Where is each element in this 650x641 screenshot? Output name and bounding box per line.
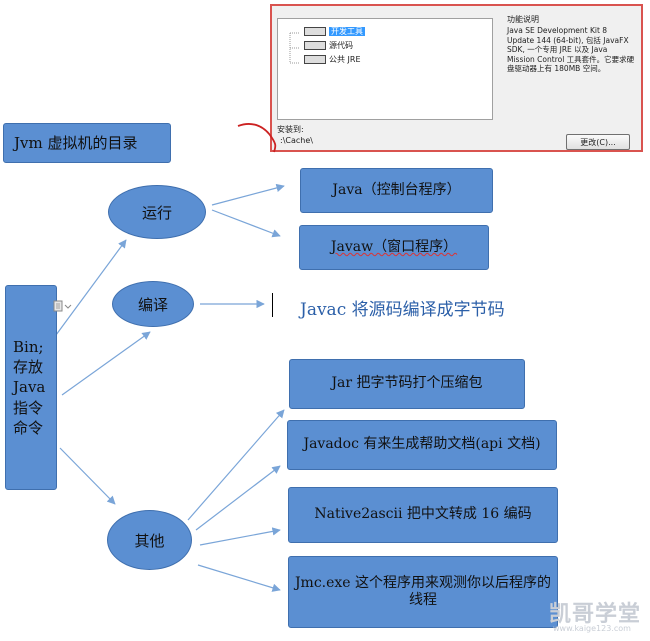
java-box: Java（控制台程序） [300, 168, 493, 213]
arrow-run-javaw [211, 209, 281, 238]
javadoc-box: Javadoc 有来生成帮助文档(api 文档) [287, 420, 557, 470]
compile-node: 编译 [112, 281, 194, 327]
run-node: 运行 [108, 185, 206, 239]
native2ascii-box: Native2ascii 把中文转成 16 编码 [288, 487, 558, 543]
watermark-url: www.kaige123.com [553, 624, 631, 633]
install-to-label: 安装到: [277, 125, 304, 134]
jvm-directory-box: Jvm 虚拟机的目录 [3, 123, 171, 163]
bin-label: Bin; 存放 Java 指令 命令 [13, 337, 46, 437]
tree-item-dev-tools[interactable]: 开发工具 [304, 27, 365, 37]
arrow-run-java [211, 183, 285, 206]
feature-title: 功能说明 [507, 15, 539, 24]
feature-tree: 开发工具 源代码 公共 JRE [277, 18, 493, 120]
jmc-box: Jmc.exe 这个程序用来观测你以后程序的 线程 [288, 556, 558, 628]
arrow-other-jar [187, 409, 285, 521]
red-annotation-mark [237, 123, 277, 153]
arrow-bin-compile [61, 331, 151, 396]
drive-icon [304, 27, 326, 36]
drive-icon [304, 41, 326, 50]
other-node: 其他 [107, 510, 192, 570]
install-path: :\Cache\ [280, 136, 313, 145]
jvm-directory-label: Jvm 虚拟机的目录 [14, 133, 138, 152]
jar-box: Jar 把字节码打个压缩包 [289, 359, 525, 409]
tree-item-source[interactable]: 源代码 [304, 41, 353, 51]
arrow-bin-run [55, 239, 127, 336]
text-cursor [272, 293, 273, 317]
watermark-brand: 凯哥学堂 [549, 602, 642, 627]
arrow-bin-other [59, 447, 116, 505]
feature-description: Java SE Development Kit 8 Update 144 (64… [507, 26, 635, 73]
installer-window: 开发工具 源代码 公共 JRE 功能说明 Java SE Development… [270, 4, 643, 152]
tree-lines [289, 32, 300, 64]
drive-icon [304, 55, 326, 64]
change-button[interactable]: 更改(C)... [566, 134, 630, 150]
javac-text: Javac 将源码编译成字节码 [300, 300, 505, 320]
arrow-other-native [199, 527, 281, 546]
arrow-other-javadoc [195, 465, 281, 531]
tree-item-jre[interactable]: 公共 JRE [304, 55, 361, 65]
paste-icon [53, 300, 72, 312]
bin-box: Bin; 存放 Java 指令 命令 [5, 285, 57, 490]
arrow-other-jmc [197, 564, 281, 592]
javaw-box: Javaw（窗口程序） [299, 225, 489, 270]
